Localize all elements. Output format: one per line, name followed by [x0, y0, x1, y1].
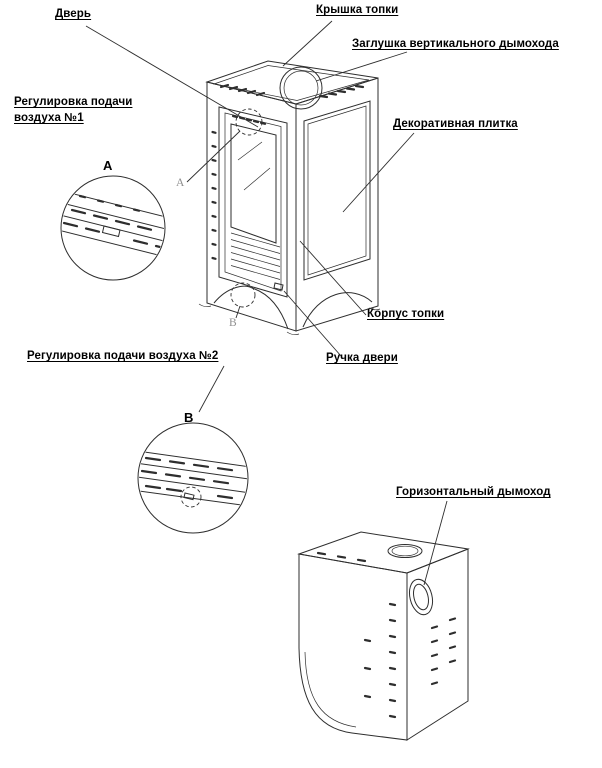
- side-leg-arch: [302, 292, 373, 328]
- hf-side-face: [406, 548, 469, 741]
- leader-horizontal-flue: [423, 500, 448, 586]
- horizontal-flue-stove-drawing: [297, 531, 470, 741]
- hf-front-slots: [363, 602, 397, 719]
- leader-door: [85, 25, 259, 128]
- label-door: Дверь: [55, 8, 92, 20]
- leader-zone-a: [186, 130, 241, 183]
- detail-b-handle-circle: [180, 486, 202, 508]
- zone-a-letter: A: [176, 177, 185, 189]
- leader-air-control-2: [198, 365, 225, 413]
- leader-zone-b: [235, 305, 241, 319]
- hf-side-slots: [430, 617, 457, 686]
- detail-b-letter: В: [184, 410, 194, 425]
- leader-firebox-body: [299, 240, 367, 316]
- detail-a-circle: [60, 175, 166, 281]
- door-lower-grill: [230, 232, 281, 280]
- label-air-control-1: Регулировка подачи воздуха №1: [14, 94, 132, 126]
- leader-door-handle: [283, 290, 342, 357]
- main-stove-drawing: [198, 60, 381, 336]
- vertical-flue-plug-circle: [279, 66, 323, 110]
- label-air-control-1-line1: Регулировка подачи: [14, 96, 133, 108]
- air-control-1-holes: [231, 114, 267, 125]
- air-slider-a: [101, 225, 121, 238]
- label-decorative-tile: Декоративная плитка: [393, 118, 518, 130]
- label-firebox-body: Корпус топки: [367, 308, 445, 320]
- zone-b-letter: В: [229, 317, 237, 329]
- hf-top-face: [297, 531, 470, 574]
- decorative-tile-panel: [303, 100, 371, 281]
- front-leg-arch: [213, 285, 289, 330]
- detail-a-view: [60, 175, 166, 281]
- hf-top-opening: [387, 544, 423, 558]
- zone-b-circle: [230, 282, 256, 308]
- label-air-control-2: Регулировка подачи воздуха №2: [27, 350, 219, 362]
- leader-firebox-lid: [282, 20, 333, 67]
- label-door-handle: Ручка двери: [326, 352, 398, 364]
- label-air-control-1-line2: воздуха №1: [14, 112, 84, 124]
- detail-a-letter: А: [103, 158, 113, 173]
- stove-top-face: [205, 60, 379, 105]
- air-slider-b-handle: [183, 492, 195, 501]
- left-stile-holes: [211, 130, 217, 260]
- hf-front-face: [298, 553, 408, 741]
- horizontal-flue-opening: [408, 578, 434, 616]
- door-handle-shape: [273, 282, 284, 291]
- leader-vertical-flue-plug: [315, 51, 408, 82]
- label-horizontal-flue: Горизонтальный дымоход: [396, 486, 551, 498]
- label-firebox-lid: Крышка топки: [316, 4, 399, 16]
- detail-b-circle: [137, 422, 249, 534]
- stove-side-face: [295, 77, 379, 332]
- leader-lines: [85, 20, 448, 586]
- label-vertical-flue-plug: Заглушка вертикального дымохода: [352, 38, 559, 50]
- detail-b-view: [137, 422, 249, 534]
- door-glass: [230, 123, 277, 244]
- zone-a-circle: [235, 108, 263, 136]
- door-frame: [218, 106, 288, 298]
- leader-decorative-tile: [342, 132, 415, 213]
